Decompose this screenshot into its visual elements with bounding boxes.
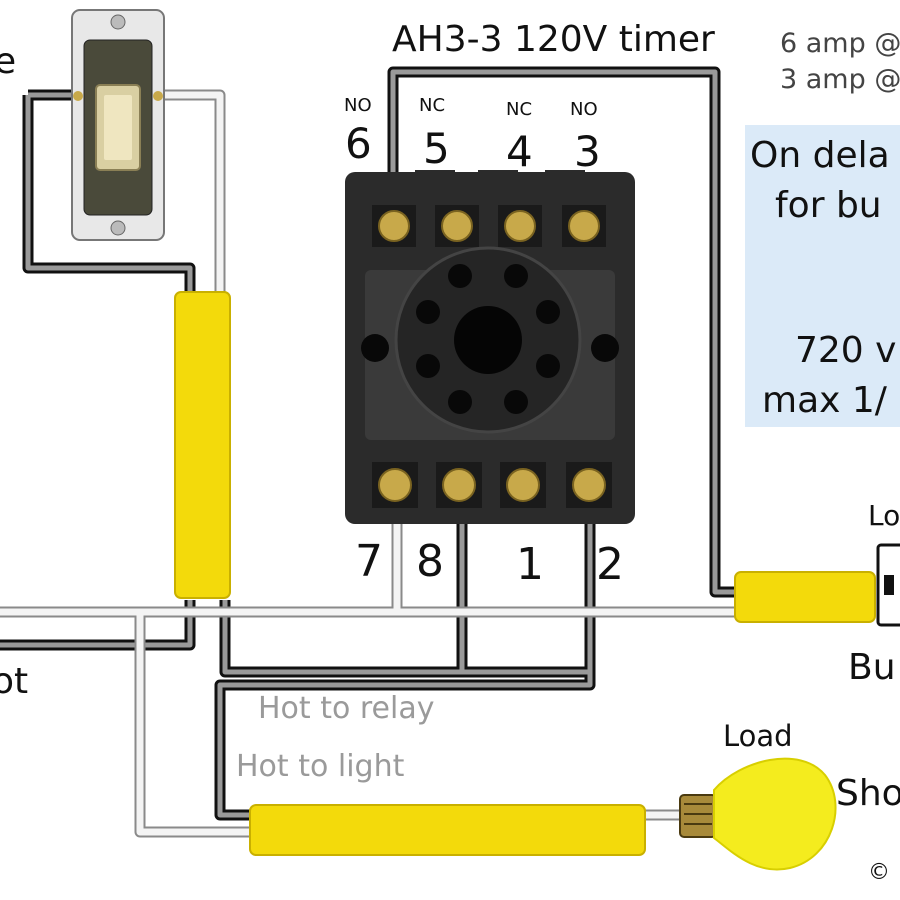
light-bulb-icon	[679, 757, 837, 871]
pin-1-number: 1	[516, 539, 544, 590]
rating-line-1: 6 amp @	[780, 28, 900, 59]
copyright-mark: ©	[868, 860, 890, 885]
hot-to-relay-label: Hot to relay	[258, 691, 435, 726]
right-edge-label-buzzer: Bu	[848, 647, 896, 688]
pin-4-type: NC	[506, 99, 533, 120]
bottom-terminals	[372, 462, 612, 508]
load-label: Load	[723, 719, 793, 753]
pin-6-type: NO	[344, 95, 372, 116]
right-edge-label-show: Sho	[836, 773, 900, 814]
left-edge-label-3: ot	[0, 661, 29, 702]
wire-bundles	[174, 291, 876, 856]
relay-socket-icon	[345, 170, 635, 524]
pin-6-number: 6	[345, 119, 372, 168]
pin-5-number: 5	[423, 124, 450, 173]
pin-3-type: NO	[570, 99, 598, 120]
note-line-3: 720 v	[795, 330, 897, 371]
pin-7-number: 7	[355, 536, 383, 587]
timer-note-panel: On dela for bu 720 v max 1/	[745, 125, 900, 427]
pin-8-number: 8	[416, 536, 444, 587]
neutral-wires	[0, 89, 745, 838]
pin-2-number: 2	[596, 539, 624, 590]
pin-5-type: NC	[419, 95, 446, 116]
vertical-bundle	[174, 291, 231, 599]
note-line-4: max 1/	[762, 380, 887, 421]
light-bundle	[249, 804, 646, 856]
note-line-2: for bu	[775, 185, 882, 226]
pin-3-number: 3	[574, 127, 601, 176]
left-edge-label-1: e	[0, 41, 17, 82]
top-terminals	[372, 205, 606, 247]
right-edge-label-load: Lo	[868, 499, 900, 532]
buzzer-bundle	[734, 571, 876, 623]
hot-to-light-label: Hot to light	[236, 749, 405, 784]
note-line-1: On dela	[750, 135, 890, 176]
wall-switch-icon	[71, 9, 165, 241]
diagram-title: AH3-3 120V timer	[392, 19, 715, 60]
rating-line-2: 3 amp @	[780, 64, 900, 95]
hot-wires	[0, 66, 740, 821]
pin-4-number: 4	[506, 127, 533, 176]
buzzer-icon	[876, 543, 900, 627]
